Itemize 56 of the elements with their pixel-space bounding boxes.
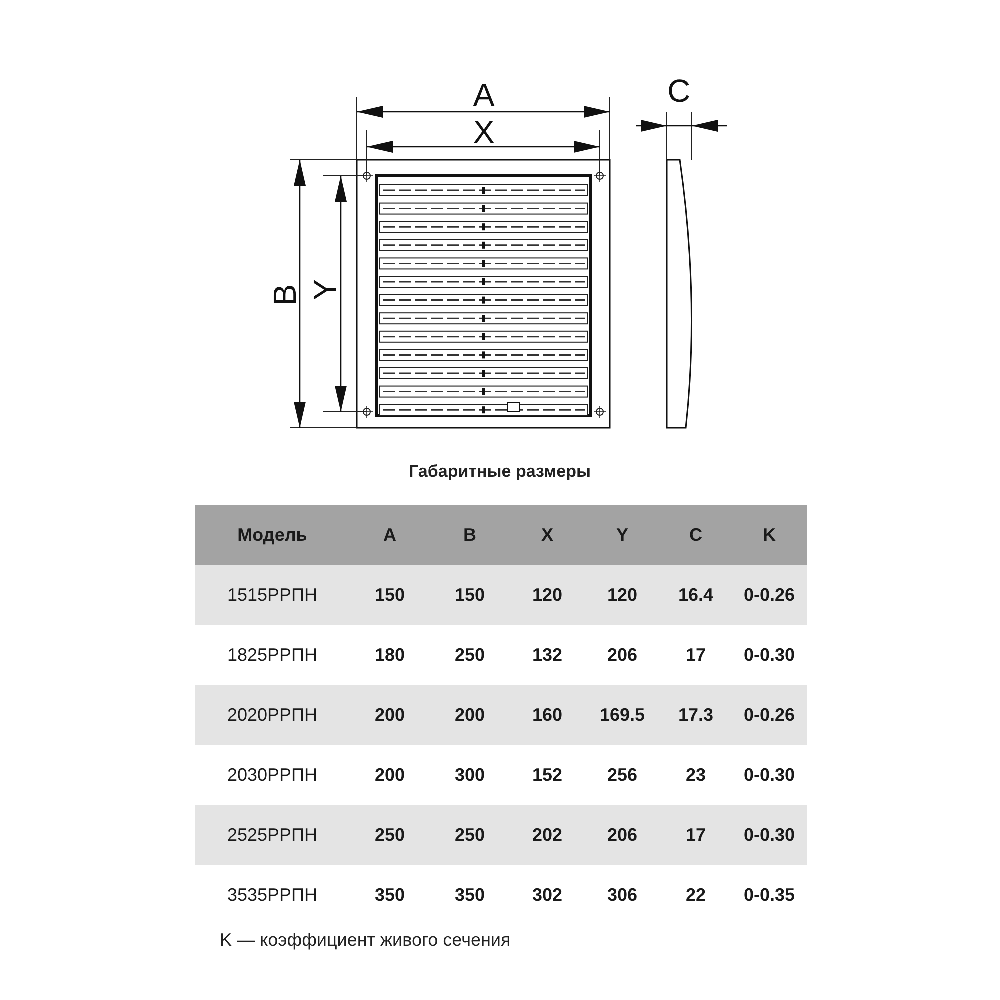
dimension-label: B <box>269 284 301 306</box>
dimension-value: 250 <box>430 805 510 865</box>
table-title: Габаритные размеры <box>408 462 592 482</box>
dimension-value: 132 <box>510 625 585 685</box>
dimension-value: 302 <box>510 865 585 925</box>
dimension-value: 200 <box>350 745 430 805</box>
dimension-value: 200 <box>350 685 430 745</box>
dimension-value: 256 <box>585 745 660 805</box>
dimension-value: 300 <box>430 745 510 805</box>
column-header: K <box>732 505 807 565</box>
dimension-label: X <box>473 116 495 148</box>
dimension-value: 152 <box>510 745 585 805</box>
dimension-value: 200 <box>430 685 510 745</box>
dimension-value: 169.5 <box>585 685 660 745</box>
footnote: K — коэффициент живого сечения <box>220 930 511 951</box>
dimension-value: 160 <box>510 685 585 745</box>
dimension-value: 17 <box>660 625 732 685</box>
dimension-value: 202 <box>510 805 585 865</box>
column-header: C <box>660 505 732 565</box>
dimension-value: 0-0.26 <box>732 685 807 745</box>
dimension-value: 0-0.26 <box>732 565 807 625</box>
dimension-value: 0-0.35 <box>732 865 807 925</box>
dimension-value: 306 <box>585 865 660 925</box>
column-header: Y <box>585 505 660 565</box>
dimension-value: 17.3 <box>660 685 732 745</box>
dimension-value: 22 <box>660 865 732 925</box>
dimension-value: 180 <box>350 625 430 685</box>
dimension-value: 350 <box>350 865 430 925</box>
dimension-value: 23 <box>660 745 732 805</box>
dimension-value: 16.4 <box>660 565 732 625</box>
model-code: 3535РРПН <box>195 865 350 925</box>
dimension-value: 17 <box>660 805 732 865</box>
dimension-value: 206 <box>585 805 660 865</box>
dimension-value: 0-0.30 <box>732 625 807 685</box>
dimension-value: 250 <box>430 625 510 685</box>
model-code: 1515РРПН <box>195 565 350 625</box>
dimension-value: 150 <box>430 565 510 625</box>
model-code: 2020РРПН <box>195 685 350 745</box>
dimension-value: 250 <box>350 805 430 865</box>
column-header: A <box>350 505 430 565</box>
column-header: Модель <box>195 505 350 565</box>
model-code: 2030РРПН <box>195 745 350 805</box>
dimension-value: 206 <box>585 625 660 685</box>
dimension-value: 120 <box>510 565 585 625</box>
dimension-label: A <box>473 79 495 111</box>
column-header: X <box>510 505 585 565</box>
column-header: B <box>430 505 510 565</box>
dimension-value: 0-0.30 <box>732 805 807 865</box>
dimension-value: 150 <box>350 565 430 625</box>
dimension-label: C <box>667 75 691 107</box>
dimension-value: 120 <box>585 565 660 625</box>
model-code: 1825РРПН <box>195 625 350 685</box>
model-code: 2525РРПН <box>195 805 350 865</box>
dimension-value: 350 <box>430 865 510 925</box>
dimension-label: Y <box>309 279 341 301</box>
dimension-value: 0-0.30 <box>732 745 807 805</box>
